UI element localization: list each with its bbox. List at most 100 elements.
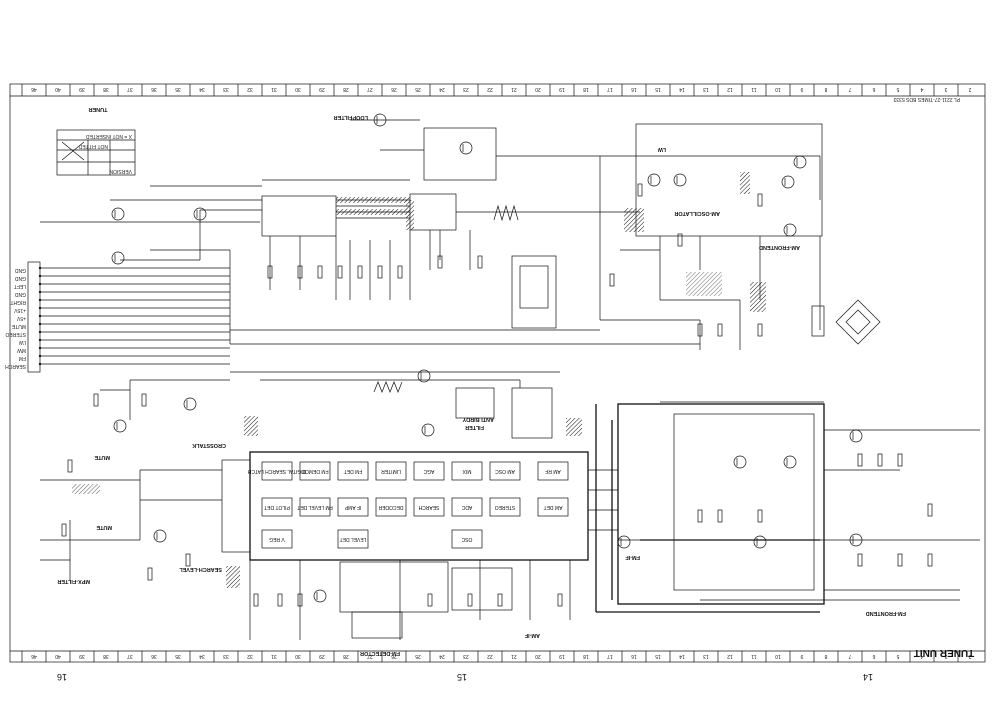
waveform: [373, 381, 403, 393]
ruler-bot-7: 7: [848, 653, 851, 659]
transistor-symbol: [183, 397, 197, 411]
ruler-bot-9: 9: [800, 653, 803, 659]
ic-block-label: PILOT DET: [264, 504, 290, 510]
resistor-symbol: [897, 553, 903, 567]
legend-col1: NOT FITTED: [78, 143, 108, 149]
ic-block-label: AM OSC: [495, 468, 515, 474]
ic-block: [337, 461, 369, 481]
transistor-symbol: [733, 455, 747, 469]
ic-block-label: FM DEMOD: [301, 468, 329, 474]
transistor-symbol: [781, 175, 795, 189]
antenna-symbol: [811, 299, 881, 345]
ruler-bot-32: 32: [247, 653, 253, 659]
transistor-symbol: [113, 419, 127, 433]
ruler-bot-3: 3: [944, 653, 947, 659]
legend-title: VERSION: [109, 168, 132, 174]
ruler-top-31: 31: [271, 86, 277, 92]
ruler-top-8: 8: [824, 86, 827, 92]
ruler-bot-20: 20: [535, 653, 541, 659]
resistor-symbol: [437, 255, 443, 269]
ruler-top-39: 39: [79, 86, 85, 92]
resistor-symbol: [67, 459, 73, 473]
resistor-symbol: [637, 183, 643, 197]
ic-block-label: LEVEL DET: [340, 536, 367, 542]
digital-search-block: [261, 193, 457, 237]
ic-block-label: AM DET: [544, 504, 563, 510]
ruler-bot-17: 17: [607, 653, 613, 659]
ruler-top-34: 34: [199, 86, 205, 92]
legend-col2: X = NOT INSERTED: [86, 133, 132, 139]
ruler-bot-36: 36: [151, 653, 157, 659]
ruler-top-26: 26: [391, 86, 397, 92]
resistor-symbol: [697, 509, 703, 523]
connector-pin-label: SEARCH: [5, 363, 26, 369]
resistor-symbol: [357, 265, 363, 279]
ruler-top-21: 21: [511, 86, 517, 92]
label-loopfilter: LOOPFILTER: [334, 114, 368, 120]
ruler-bot-4: 4: [920, 653, 923, 659]
label-mute-bot: MUTE: [96, 524, 112, 530]
ruler-bot-19: 19: [559, 653, 565, 659]
transistor-symbol: [193, 207, 207, 221]
label-search-level: SEARCH-LEVEL: [179, 566, 222, 572]
ruler-bot-5: 5: [896, 653, 899, 659]
ic-block-label: SEARCH: [418, 504, 439, 510]
ruler-top-22: 22: [487, 86, 493, 92]
resistor-symbol: [253, 593, 259, 607]
resistor-symbol: [337, 265, 343, 279]
connector-pin-label: GND: [15, 267, 27, 273]
ruler-top-24: 24: [439, 86, 445, 92]
ic-block: [261, 497, 293, 517]
ic-block: [489, 461, 521, 481]
label-mpx-filter: MPX-FILTER: [57, 578, 90, 584]
resistor-symbol: [497, 593, 503, 607]
transistor-symbol: [783, 223, 797, 237]
connector-pin-label: GND: [15, 275, 27, 281]
ruler-bot-12: 12: [727, 653, 733, 659]
ruler-bot-39: 39: [79, 653, 85, 659]
ruler-top-7: 7: [848, 86, 851, 92]
label-fm-if-right: FM-IF: [625, 554, 640, 560]
ruler-bot-16: 16: [631, 653, 637, 659]
label-fm-frontend: FM-FRONTEND: [866, 610, 906, 616]
resistor-symbol: [185, 553, 191, 567]
ruler-top-11: 11: [751, 86, 756, 92]
resistor-symbol: [147, 567, 153, 581]
transistor-symbol: [313, 589, 327, 603]
ruler-bot-23: 23: [463, 653, 469, 659]
ruler-top-20: 20: [535, 86, 541, 92]
header-title: TUNER: [89, 106, 108, 112]
ruler-bot-2: 2: [968, 653, 971, 659]
resistor-symbol: [857, 453, 863, 467]
ic-block-label: AGC: [423, 468, 434, 474]
ruler-bot-13: 13: [703, 653, 709, 659]
resistor-symbol: [277, 593, 283, 607]
ruler-top-46: 46: [31, 86, 37, 92]
ruler-top-17: 17: [607, 86, 613, 92]
ic-block-label: DIGITAL SEARCH LATCH: [247, 468, 306, 474]
am-if-section: AM-IF: [451, 567, 540, 638]
connector-pin-label: LEFT: [14, 283, 26, 289]
label-am-if: AM-IF: [524, 632, 540, 638]
ruler-bot-38: 38: [103, 653, 109, 659]
ruler-bot-34: 34: [199, 653, 205, 659]
ruler-bot-6: 6: [872, 653, 875, 659]
ruler-top-5: 5: [896, 86, 899, 92]
resistor-symbol: [757, 193, 763, 207]
connector-pin-label: STEREO: [5, 331, 26, 337]
label-mute-top: MUTE: [94, 454, 110, 460]
ruler-top-37: 37: [127, 86, 133, 92]
transistor-symbol: [647, 173, 661, 187]
am-oscillator-section: AM-OSCILLATOR LW: [635, 123, 823, 237]
ruler-top-15: 15: [655, 86, 661, 92]
resistor-symbol: [697, 323, 703, 337]
ic-block: [489, 497, 521, 517]
resistor-symbol: [857, 553, 863, 567]
ruler-bot-14: 14: [679, 653, 685, 659]
resistor-symbol: [427, 593, 433, 607]
resistor-symbol: [897, 453, 903, 467]
resistor-symbol: [717, 509, 723, 523]
resistor-symbol: [477, 255, 483, 269]
resistor-symbol: [467, 593, 473, 607]
